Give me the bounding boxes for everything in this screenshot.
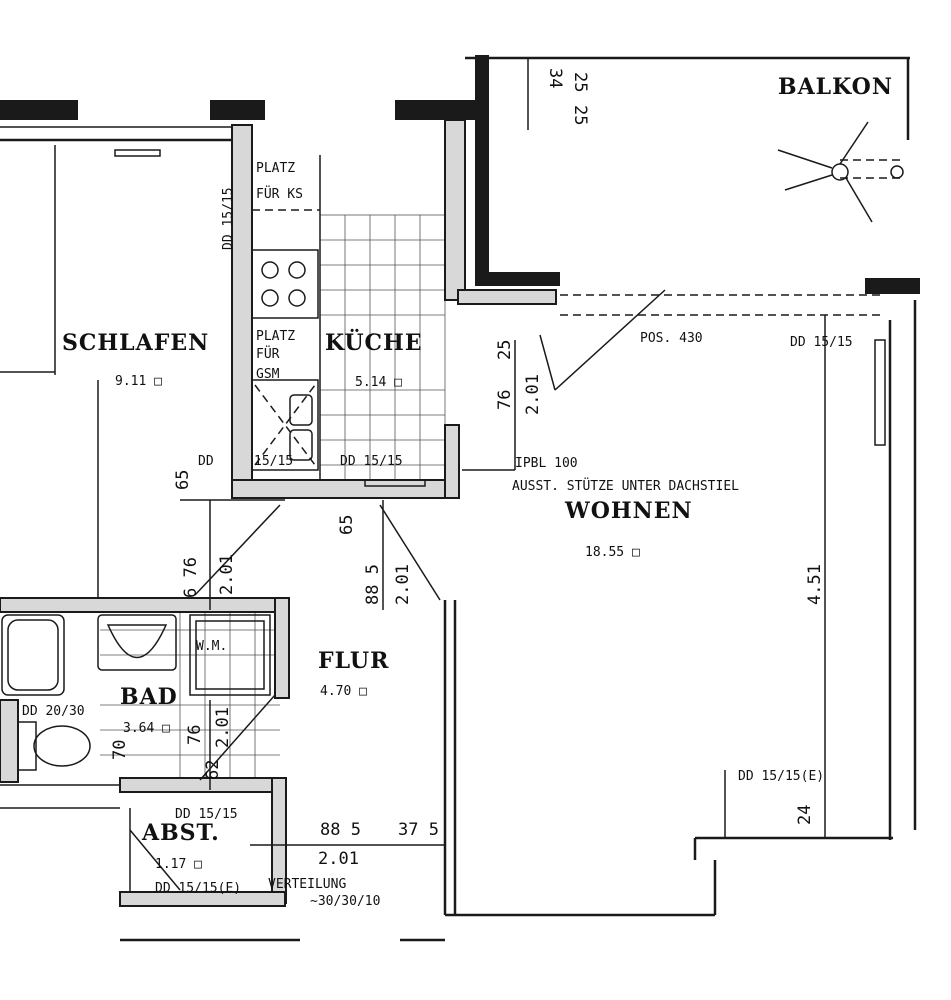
- dim-62: 62: [203, 760, 223, 780]
- dim-76a: 76: [495, 390, 515, 410]
- label-dd-kueche-left: DD: [198, 454, 214, 469]
- bathtub-icon: [1, 614, 65, 696]
- exterior-walls: [0, 55, 920, 294]
- dim-25c: 25: [495, 340, 515, 360]
- label-dd-kueche-mid: 15/15: [254, 454, 293, 469]
- dim-25b: 25: [570, 105, 590, 125]
- label-pos430: POS. 430: [640, 331, 703, 346]
- label-platz-gsm-1: PLATZ: [256, 329, 295, 344]
- room-area-schlafen: 9.11 □: [115, 374, 162, 389]
- room-area-kueche: 5.14 □: [355, 375, 402, 390]
- dim-70: 70: [110, 740, 130, 760]
- dashed-lines: [252, 155, 905, 480]
- toilet-icon: [17, 721, 91, 771]
- room-name-bad: BAD: [120, 684, 178, 710]
- label-dd-wohnen-top: DD 15/15: [790, 335, 853, 350]
- stove-icon: [251, 249, 319, 319]
- dimension-ticks: [180, 58, 826, 846]
- label-verteilung-1: VERTEILUNG: [268, 877, 346, 892]
- label-ipbl: IPBL 100: [515, 456, 578, 471]
- room-name-schlafen: SCHLAFEN: [62, 330, 209, 356]
- room-area-abst: 1.17 □: [155, 857, 202, 872]
- label-platz-gsm-3: GSM: [256, 367, 280, 382]
- outline-lines: [0, 56, 917, 942]
- dim-24: 24: [795, 805, 815, 825]
- bath-tile-grid: [100, 605, 280, 780]
- dim-885b: 88 5: [320, 820, 361, 840]
- dim-451: 4.51: [805, 564, 825, 605]
- dim-25a: 25: [570, 72, 590, 92]
- room-name-balkon: BALKON: [778, 74, 893, 100]
- dim-885a: 88 5: [363, 564, 383, 605]
- dim-76b: 76: [185, 725, 205, 745]
- room-area-flur: 4.70 □: [320, 684, 367, 699]
- dim-201b: 2.01: [523, 374, 543, 415]
- label-dd-abst-top: DD 15/15: [175, 807, 238, 822]
- door-swings: [129, 289, 666, 891]
- label-wm: W.M.: [196, 639, 227, 654]
- room-area-wohnen: 18.55 □: [585, 545, 640, 560]
- dim-676: 6 76: [181, 557, 201, 598]
- label-dd-wohnen-e: DD 15/15(E): [738, 769, 824, 784]
- dim-375: 37 5: [398, 820, 439, 840]
- room-area-bad: 3.64 □: [123, 721, 170, 736]
- dim-201a: 2.01: [217, 554, 237, 595]
- label-platz-gsm-2: FÜR: [256, 345, 280, 362]
- interior-walls: [0, 119, 557, 907]
- label-verteilung-2: ~30/30/10: [310, 894, 380, 909]
- dim-201e: 2.01: [318, 849, 359, 869]
- label-platz-ks-2: FÜR KS: [256, 185, 303, 202]
- balcony-fixture-icon: [777, 121, 904, 223]
- label-dd-vertical: DD 15/15: [221, 187, 236, 250]
- kitchen-sink-icon: [251, 379, 319, 471]
- label-stuetze: AUSST. STÜTZE UNTER DACHSTIEL: [512, 477, 739, 494]
- room-name-abst: ABST.: [141, 820, 220, 846]
- dim-34: 34: [545, 68, 565, 88]
- washing-machine-icon: [189, 614, 271, 696]
- dim-201c: 2.01: [393, 564, 413, 605]
- label-dd-kueche-right: DD 15/15: [340, 454, 403, 469]
- room-name-kueche: KÜCHE: [325, 328, 423, 356]
- dim-65a: 65: [173, 470, 193, 490]
- dim-65b: 65: [337, 515, 357, 535]
- label-platz-ks-1: PLATZ: [256, 161, 295, 176]
- room-name-flur: FLUR: [318, 648, 389, 674]
- label-dd-bad: DD 20/30: [22, 704, 85, 719]
- dim-201d: 2.01: [213, 707, 233, 748]
- room-name-wohnen: WOHNEN: [564, 498, 693, 524]
- washbasin-icon: [97, 614, 177, 671]
- window-marks: [114, 149, 886, 487]
- label-dd-abst-e: DD 15/15(E): [155, 881, 241, 896]
